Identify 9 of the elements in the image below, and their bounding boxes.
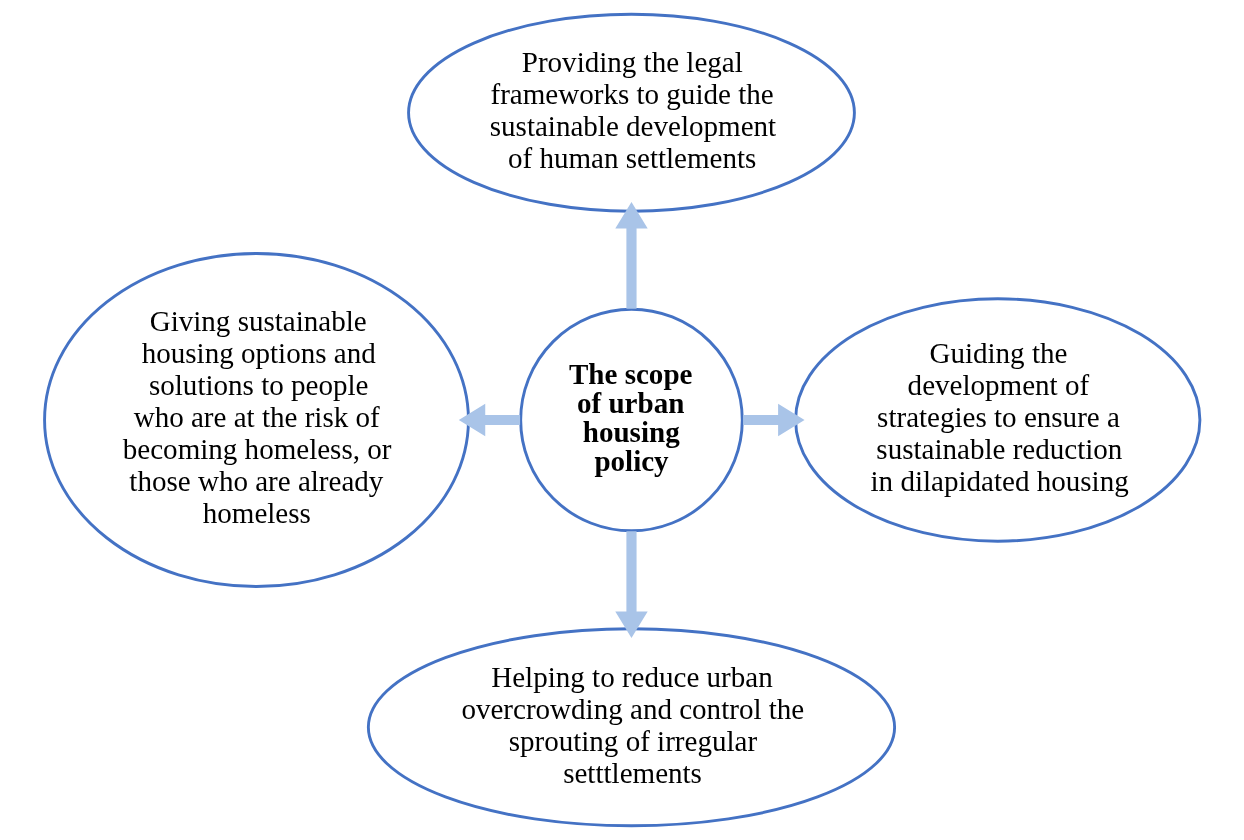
- node-circle: The scope of urban housing policy: [518, 307, 744, 533]
- node-ellipse: Providing the legal frameworks to guide the sustainable development of human settlements: [406, 12, 856, 213]
- arrow: [742, 403, 805, 437]
- node-ellipse: Helping to reduce urban overcrowding and control the sprouting of irregular setttlements: [366, 627, 896, 828]
- node-ellipse: Giving sustainable housing options and solutions to people who are at the risk of becoming homeless, or those who are already homeless: [42, 252, 470, 588]
- arrow: [614, 202, 648, 309]
- node-ellipse: Guiding the development of strategies to ensure a sustainable reduction in dilapidated housing: [793, 297, 1201, 543]
- arrow: [458, 403, 520, 437]
- arrow: [614, 531, 648, 638]
